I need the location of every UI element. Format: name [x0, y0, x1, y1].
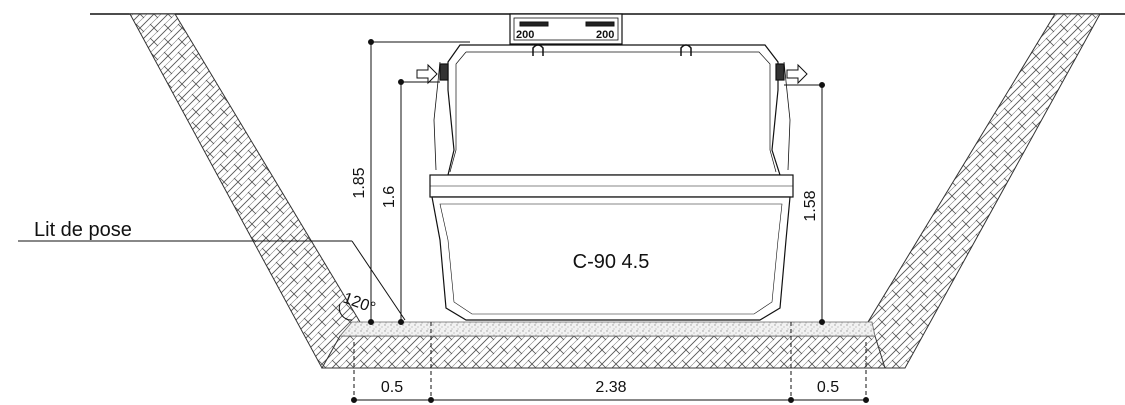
outlet-arrow-icon [786, 63, 808, 85]
tank [429, 44, 794, 321]
dim-right-clearance: 0.5 [817, 379, 839, 396]
bedding-leader-diagonal [351, 240, 406, 321]
dim-outlet-height: 1.58 [802, 190, 819, 221]
bedding-label: Lit de pose [34, 219, 132, 241]
inlet-arrow-icon [416, 63, 438, 85]
cover-label-left: 200 [516, 29, 534, 41]
left-trench-wall [129, 13, 361, 369]
trench-floor-soil [321, 335, 886, 369]
angle-arc [338, 303, 353, 321]
access-cover [509, 13, 623, 45]
cover-label-right: 200 [596, 29, 614, 41]
dim-left-clearance: 0.5 [381, 379, 403, 396]
bedding-layer [339, 321, 876, 337]
dim-tank-width: 2.38 [595, 379, 626, 396]
right-trench-wall [867, 13, 1101, 369]
dim-inlet-height: 1.6 [381, 186, 398, 208]
dim-total-height: 1.85 [351, 167, 368, 198]
tank-label: C-90 4.5 [573, 251, 650, 273]
